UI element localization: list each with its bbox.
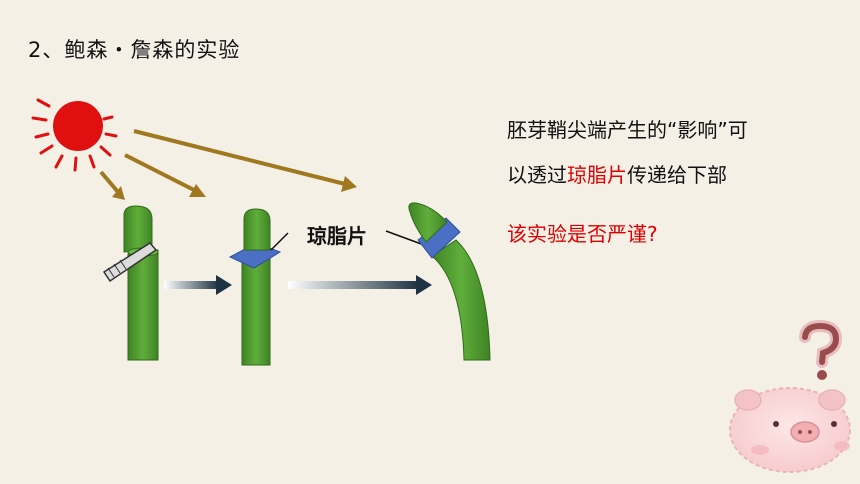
description-line-2-pre: 以透过 [507,163,567,187]
light-arrow-3 [133,129,357,192]
question-mark-icon [799,319,843,380]
pig-icon [729,387,851,473]
question-text: 该实验是否严谨? [507,222,658,246]
seedling-2 [228,208,282,366]
seedling-3 [408,202,491,361]
label-pointer-left [270,232,289,251]
sun-icon [31,98,118,172]
flow-arrow-1 [164,275,232,295]
description-highlight: 琼脂片 [567,163,627,187]
light-arrow-2 [124,153,206,197]
description: 胚芽鞘尖端产生的“影响”可 以透过琼脂片传递给下部 [507,108,837,198]
description-line-2-post: 传递给下部 [627,163,727,187]
label-pointer-right [385,230,425,246]
flow-arrow-2 [288,275,432,295]
light-arrow-1 [99,170,125,200]
page-title: 2、鲍森・詹森的实验 [28,38,241,62]
blade-icon [102,242,158,283]
description-line-2: 以透过琼脂片传递给下部 [507,153,837,198]
description-line-1: 胚芽鞘尖端产生的“影响”可 [507,118,748,142]
agar-label: 琼脂片 [307,226,367,248]
light-arrows [99,129,357,200]
seedling-1 [123,205,159,361]
